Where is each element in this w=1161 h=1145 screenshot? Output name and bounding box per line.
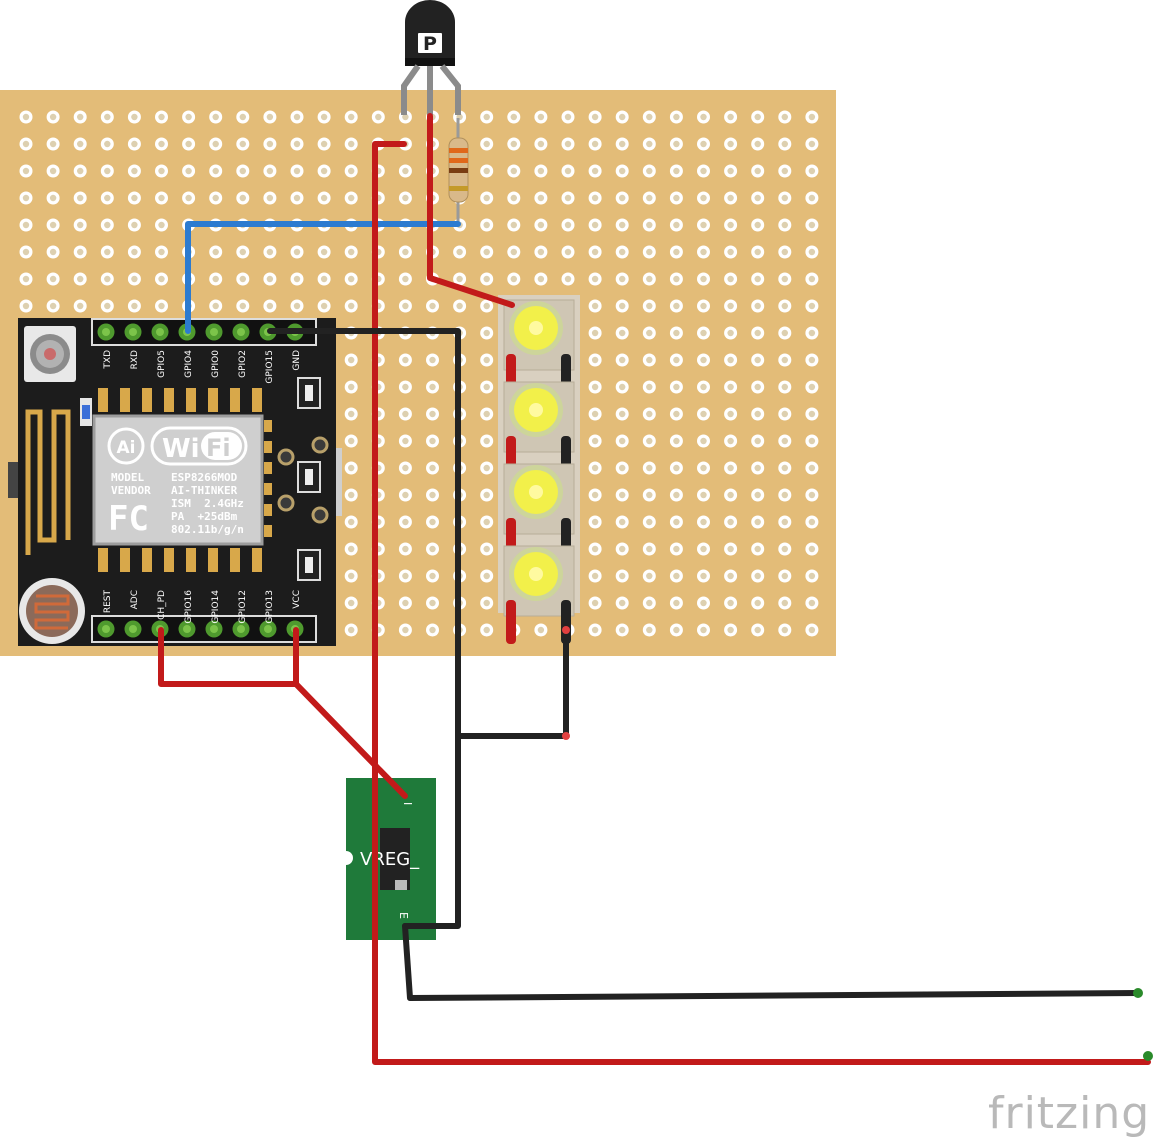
model-label: MODEL [111,471,144,484]
voltage-regulator: VREG_ I E [339,778,436,940]
pin-label: GPIO13 [265,590,275,624]
module-pad [142,548,152,572]
wifi-logo [150,426,248,466]
pin-label: GPIO2 [238,350,248,378]
module-pad [252,388,262,412]
model-value: ESP8266MOD [171,471,238,484]
wire-blue-gpio4 [185,221,461,334]
spec-std: 802.11b/g/n [171,523,244,536]
pin-label: GND [292,350,302,371]
regulator-pin-in: I [401,802,414,805]
pin-label: GPIO14 [211,590,221,624]
vendor-label: VENDOR [111,484,151,497]
fritzing-brand: fritzing [988,1088,1151,1139]
module-pad [164,548,174,572]
fcc-logo: FC [108,499,149,539]
wires [158,113,1151,1065]
resistor [448,118,469,225]
spec-ism: ISM 2.4GHz [171,497,244,510]
wire-red-vcc [158,627,408,799]
module-pad [142,388,152,412]
module-pad [120,548,130,572]
antenna-trace [25,409,71,555]
module-pad [98,548,108,572]
pin-label: GPIO12 [238,590,248,624]
spec-pa: PA +25dBm [171,510,238,523]
pin-label: GPIO0 [211,350,221,378]
pin-label: REST [103,590,113,614]
pin-label: TXD [103,350,113,370]
module-pad [186,388,196,412]
pin-label: GPIO15 [265,350,275,384]
ai-logo-text: Ai [117,438,136,458]
ai-logo [107,427,145,465]
wire-black-ground [402,923,1141,1001]
module-pad [230,388,240,412]
esp-module: TXD RXD GPIO5 GPIO4 GPIO0 GPIO2 GPIO15 GND REST… [8,318,342,646]
wire-endpoints [562,626,1153,1061]
regulator-pin-out: E [397,912,410,919]
transistor-marking: P [423,33,437,55]
pin-label: VCC [292,590,302,609]
pin-label: ADC [130,590,140,609]
module-pad [208,548,218,572]
wire-red-supply [372,141,1151,1065]
module-pad [98,388,108,412]
pin-label: GPIO16 [184,590,194,624]
module-pad [164,388,174,412]
module-pad [208,388,218,412]
wifi-suffix: Fi [206,434,231,462]
module-pad [230,548,240,572]
module-pad [252,548,262,572]
pin-label: GPIO4 [184,350,194,378]
wifi-shield [92,414,264,546]
wire-red-transistor-led [427,113,515,308]
transistor: P [401,0,461,115]
led-strip [498,295,580,644]
module-pad [186,548,196,572]
vendor-value: AI-THINKER [171,484,238,497]
pin-label: CH_PD [157,590,167,620]
module-pad [120,388,130,412]
wifi-prefix: Wi [162,434,200,464]
pin-label: GPIO5 [157,350,167,378]
wire-black-gnd [267,328,461,929]
pin-label: RXD [130,350,140,369]
regulator-label: VREG_ [360,849,420,870]
